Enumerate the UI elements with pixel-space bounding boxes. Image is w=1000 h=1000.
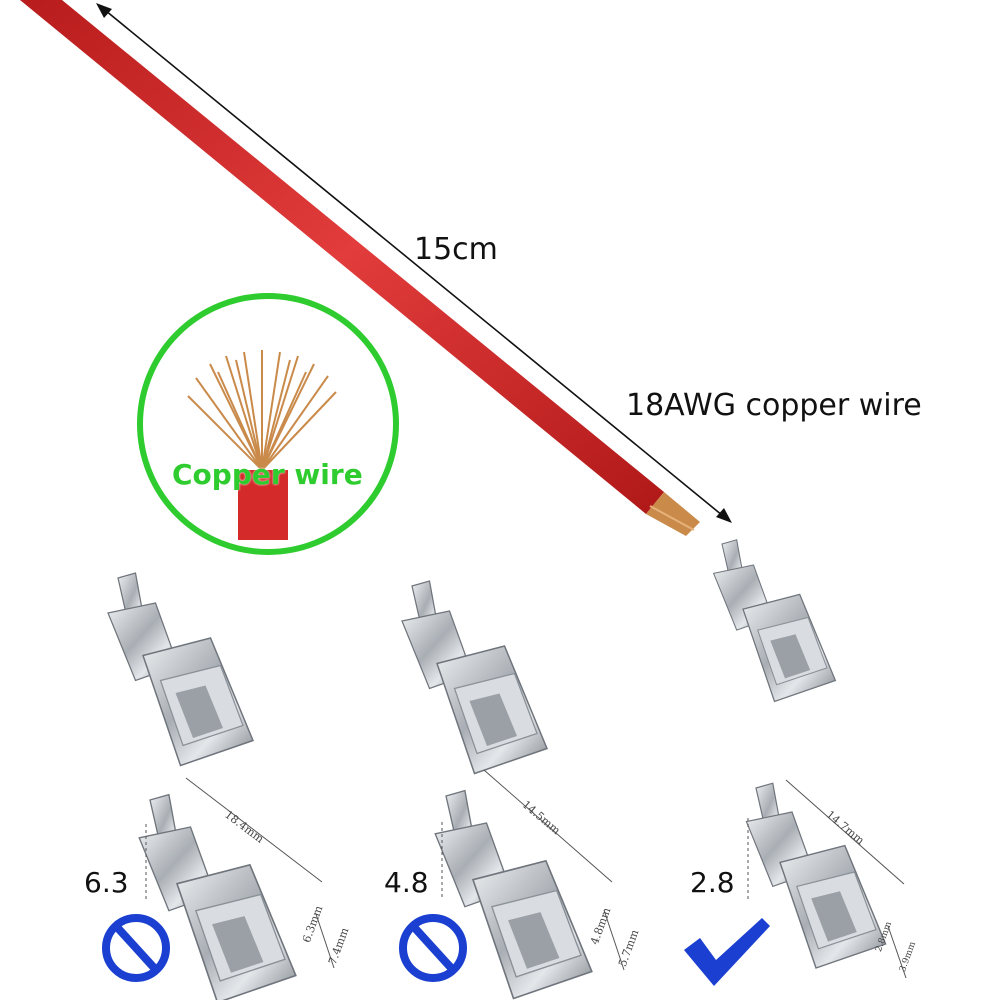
no-icon <box>102 914 170 982</box>
terminal-2-8-dim <box>745 782 887 969</box>
terminal-size-label: 6.3 <box>84 866 129 899</box>
wire-spec-label: 18AWG copper wire <box>626 388 922 423</box>
dimension-lines <box>145 769 907 979</box>
length-label: 15cm <box>414 232 498 267</box>
inset-label: Copper wire <box>172 458 363 491</box>
check-icon <box>684 918 770 986</box>
length-arrow <box>96 3 732 523</box>
copper-wire-inset <box>137 293 399 555</box>
terminal-6-3-dim <box>138 793 297 1000</box>
red-wire <box>20 0 700 536</box>
terminal-size-label: 2.8 <box>690 866 735 899</box>
terminal-2-8-top <box>712 539 837 703</box>
terminal-4-8-top <box>401 580 548 775</box>
terminal-size-label: 4.8 <box>384 866 429 899</box>
no-icon <box>399 914 467 982</box>
terminal-6-3-top <box>107 572 254 767</box>
